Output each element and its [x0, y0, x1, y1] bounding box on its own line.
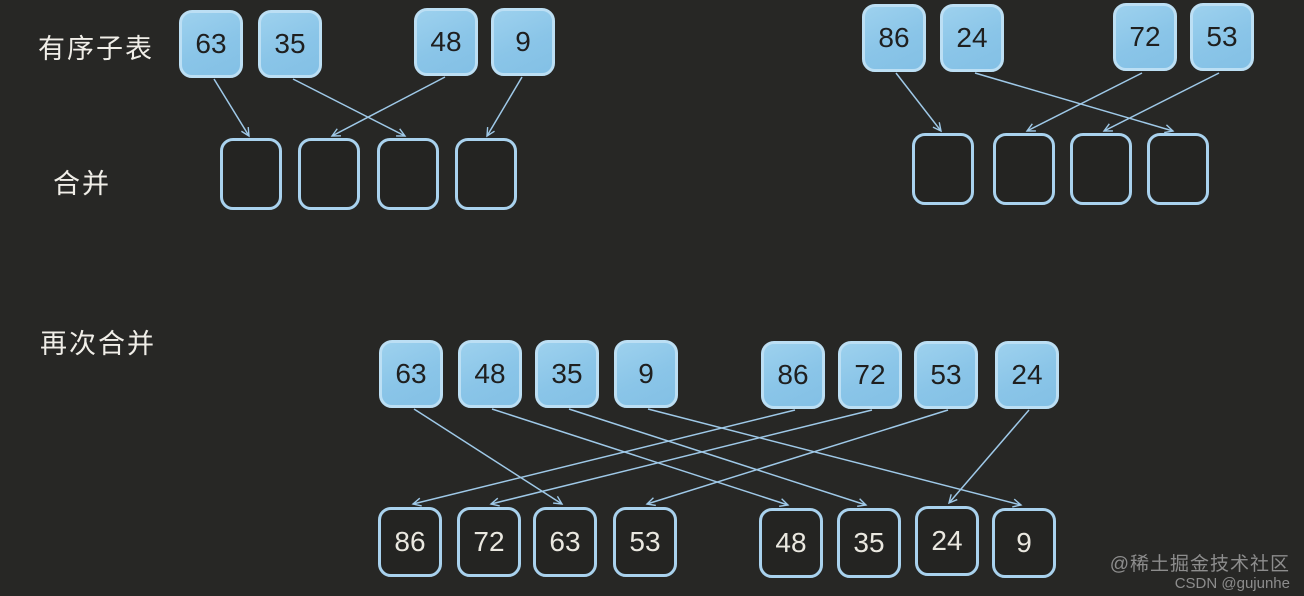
box-value: 48 — [474, 358, 506, 389]
box-value: 53 — [629, 526, 661, 557]
stage2-left-input-box-4: 9 — [614, 340, 678, 408]
stage1-left-input-box-1: 63 — [179, 10, 243, 78]
stage2-left-output-box-1: 86 — [378, 507, 442, 577]
arrow-s1-35-to-slot3 — [292, 78, 407, 137]
box-value: 72 — [1129, 21, 1161, 52]
stage2-right-output-box-4: 9 — [992, 508, 1056, 578]
arrow-s2-53-to-out4 — [645, 409, 949, 507]
stage1-right-slot-1 — [912, 133, 974, 205]
stage2-left-input-box-2: 48 — [458, 340, 522, 408]
arrow-s2-9-to-out8 — [647, 408, 1023, 508]
box-value: 86 — [394, 526, 426, 557]
stage2-right-output-box-3: 24 — [915, 506, 979, 576]
box-value: 86 — [878, 22, 910, 53]
box-value: 9 — [1016, 527, 1032, 558]
stage1-right-input-box-3: 72 — [1113, 3, 1177, 71]
label-merge-again: 再次合并 — [40, 329, 156, 359]
arrow-s1-63-to-slot1 — [213, 78, 250, 138]
box-value: 86 — [777, 359, 809, 390]
stage2-right-input-box-3: 53 — [914, 341, 978, 409]
watermark-community: @稀土掘金技术社区 — [1109, 553, 1290, 575]
box-value: 24 — [1011, 359, 1043, 390]
arrow-s1-24-to-slot4 — [974, 72, 1175, 134]
arrow-s1-53-to-slot3 — [1102, 72, 1220, 132]
box-value: 24 — [956, 22, 988, 53]
box-value: 53 — [1206, 21, 1238, 52]
stage1-right-slot-4 — [1147, 133, 1209, 205]
stage1-left-input-box-3: 48 — [414, 8, 478, 76]
stage2-left-output-box-3: 63 — [533, 507, 597, 577]
stage2-left-input-box-3: 35 — [535, 340, 599, 408]
arrow-s1-48-to-slot2 — [330, 76, 446, 137]
label-sorted-sublists: 有序子表 — [38, 34, 154, 64]
stage1-right-input-box-4: 53 — [1190, 3, 1254, 71]
stage1-left-input-box-2: 35 — [258, 10, 322, 78]
box-value: 72 — [854, 359, 886, 390]
box-value: 35 — [274, 28, 306, 59]
stage2-right-output-box-2: 35 — [837, 508, 901, 578]
stage1-right-slot-2 — [993, 133, 1055, 205]
watermark-author: CSDN @gujunhe — [1174, 574, 1290, 592]
box-value: 35 — [551, 358, 583, 389]
box-value: 9 — [638, 358, 654, 389]
watermark: @稀土掘金技术社区 CSDN @gujunhe — [1109, 553, 1290, 592]
stage1-right-input-box-2: 24 — [940, 4, 1004, 72]
arrow-s1-72-to-slot2 — [1025, 72, 1143, 132]
box-value: 53 — [930, 359, 962, 390]
stage1-left-slot-2 — [298, 138, 360, 210]
stage2-right-input-box-2: 72 — [838, 341, 902, 409]
box-value: 63 — [195, 28, 227, 59]
stage2-right-output-box-1: 48 — [759, 508, 823, 578]
stage1-left-slot-1 — [220, 138, 282, 210]
box-value: 24 — [931, 525, 963, 556]
arrow-s2-24-to-out7 — [947, 409, 1030, 505]
box-value: 63 — [395, 358, 427, 389]
stage2-left-input-box-1: 63 — [379, 340, 443, 408]
arrow-s2-35-to-out6 — [568, 408, 868, 508]
label-merge: 合并 — [53, 169, 111, 199]
stage2-right-input-box-4: 24 — [995, 341, 1059, 409]
box-value: 48 — [775, 527, 807, 558]
stage1-left-slot-4 — [455, 138, 517, 210]
stage1-right-slot-3 — [1070, 133, 1132, 205]
stage1-left-input-box-4: 9 — [491, 8, 555, 76]
arrow-s1-86-to-slot1 — [895, 72, 942, 133]
stage2-right-input-box-1: 86 — [761, 341, 825, 409]
stage1-left-slot-3 — [377, 138, 439, 210]
arrow-s2-63-to-out3 — [413, 408, 564, 505]
box-value: 63 — [549, 526, 581, 557]
stage2-left-output-box-4: 53 — [613, 507, 677, 577]
stage2-left-output-box-2: 72 — [457, 507, 521, 577]
box-value: 35 — [853, 527, 885, 558]
box-value: 72 — [473, 526, 505, 557]
arrow-s2-48-to-out5 — [491, 408, 790, 508]
arrow-s2-86-to-out1 — [411, 409, 796, 507]
box-value: 48 — [430, 26, 462, 57]
stage1-right-input-box-1: 86 — [862, 4, 926, 72]
arrow-s1-9-to-slot4 — [486, 76, 523, 138]
box-value: 9 — [515, 26, 531, 57]
arrow-s2-72-to-out2 — [489, 409, 873, 507]
